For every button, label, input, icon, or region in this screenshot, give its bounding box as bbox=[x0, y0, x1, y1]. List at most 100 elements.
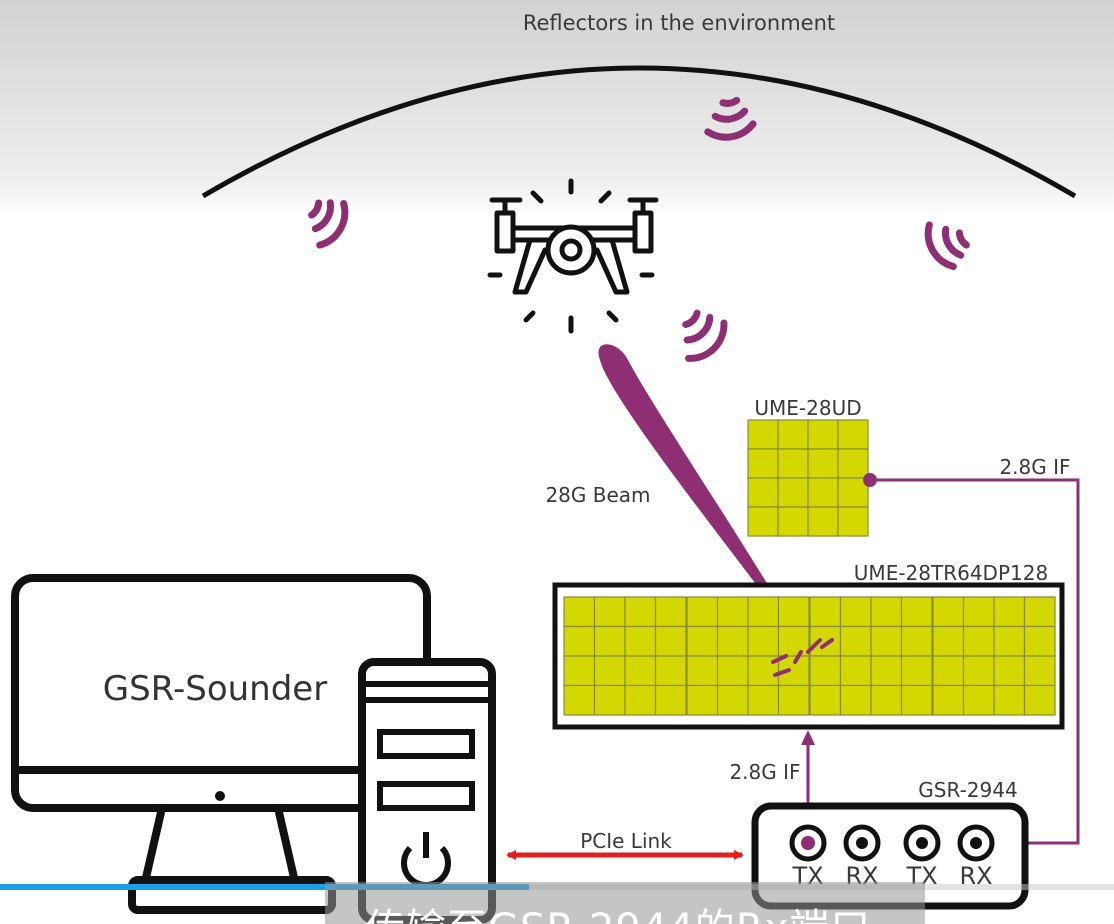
drone-icon bbox=[487, 178, 659, 334]
beam-lobe bbox=[598, 344, 805, 650]
ume28ud-if-port bbox=[863, 473, 877, 487]
antenna-element bbox=[870, 684, 903, 716]
antenna-element bbox=[563, 625, 596, 657]
wave-icon bbox=[682, 309, 728, 362]
antenna-element bbox=[900, 655, 933, 687]
antenna-element bbox=[777, 684, 810, 716]
antenna-element bbox=[654, 655, 687, 687]
antenna-element bbox=[686, 625, 719, 657]
antenna-element bbox=[807, 419, 839, 450]
port-centers bbox=[856, 837, 982, 849]
antenna-element bbox=[837, 419, 869, 450]
antenna-element bbox=[593, 596, 626, 628]
antenna-element bbox=[839, 655, 872, 687]
ume28tr-label: UME-28TR64DP128 bbox=[854, 561, 1048, 585]
antenna-element bbox=[624, 625, 657, 657]
antenna-element bbox=[777, 596, 810, 628]
antenna-element bbox=[716, 596, 749, 628]
antenna-element bbox=[686, 684, 719, 716]
antenna-element bbox=[1023, 684, 1056, 716]
antenna-element bbox=[932, 684, 965, 716]
antenna-element bbox=[747, 419, 779, 450]
antenna-element bbox=[900, 625, 933, 657]
antenna-element bbox=[563, 596, 596, 628]
antenna-element bbox=[747, 596, 780, 628]
antenna-element bbox=[962, 655, 995, 687]
antenna-element bbox=[809, 596, 842, 628]
antenna-element bbox=[624, 596, 657, 628]
antenna-element bbox=[563, 684, 596, 716]
antenna-element bbox=[839, 625, 872, 657]
antenna-element bbox=[807, 448, 839, 479]
antenna-element bbox=[809, 625, 842, 657]
antenna-element bbox=[932, 625, 965, 657]
antenna-element bbox=[807, 477, 839, 508]
antenna-element bbox=[993, 655, 1026, 687]
antenna-element bbox=[593, 684, 626, 716]
if-arrowhead-up bbox=[801, 730, 815, 745]
antenna-element bbox=[624, 684, 657, 716]
antenna-element bbox=[1023, 655, 1056, 687]
subtitle-bar: 传输至GSR-2944的Rx端口 bbox=[325, 882, 925, 924]
if-bottom-label: 2.8G IF bbox=[729, 760, 800, 784]
antenna-element bbox=[839, 596, 872, 628]
antenna-element bbox=[654, 625, 687, 657]
antenna-element bbox=[870, 596, 903, 628]
reflection-waves bbox=[308, 96, 970, 362]
antenna-element bbox=[900, 684, 933, 716]
antenna-element bbox=[747, 477, 779, 508]
antenna-element bbox=[777, 506, 809, 537]
subtitle-text: 传输至GSR-2944的Rx端口 bbox=[365, 896, 871, 924]
antenna-element bbox=[993, 684, 1026, 716]
antenna-element bbox=[593, 625, 626, 657]
antenna-element bbox=[654, 596, 687, 628]
pcie-label: PCIe Link bbox=[580, 829, 672, 853]
antenna-element bbox=[809, 655, 842, 687]
antenna-element bbox=[962, 684, 995, 716]
antenna-element bbox=[777, 477, 809, 508]
antenna-element bbox=[962, 625, 995, 657]
antenna-element bbox=[870, 625, 903, 657]
antenna-element bbox=[809, 684, 842, 716]
antenna-element bbox=[593, 655, 626, 687]
ume28tr-panel bbox=[563, 596, 1056, 716]
antenna-element bbox=[716, 684, 749, 716]
antenna-element bbox=[624, 655, 657, 687]
ume28ud-panel bbox=[747, 419, 869, 537]
gsr2944-label: GSR-2944 bbox=[918, 778, 1017, 802]
antenna-element bbox=[777, 625, 810, 657]
antenna-element bbox=[839, 684, 872, 716]
video-progress-fill bbox=[0, 884, 530, 890]
antenna-element bbox=[777, 448, 809, 479]
antenna-element bbox=[747, 684, 780, 716]
antenna-element bbox=[686, 596, 719, 628]
antenna-element bbox=[563, 655, 596, 687]
antenna-element bbox=[993, 625, 1026, 657]
antenna-element bbox=[993, 596, 1026, 628]
beam-origin-marks bbox=[771, 638, 834, 677]
wave-icon bbox=[924, 221, 970, 270]
ume28ud-label: UME-28UD bbox=[754, 396, 861, 420]
reflector-dome bbox=[201, 65, 1077, 199]
computer-label: GSR-Sounder bbox=[103, 669, 327, 709]
antenna-element bbox=[777, 419, 809, 450]
wave-icon bbox=[704, 96, 757, 141]
antenna-element bbox=[932, 596, 965, 628]
antenna-element bbox=[747, 506, 779, 537]
header-title: Reflectors in the environment bbox=[523, 11, 835, 35]
sky-background bbox=[0, 0, 1114, 215]
if-line-right bbox=[877, 478, 1080, 845]
antenna-element bbox=[716, 625, 749, 657]
if-top-label: 2.8G IF bbox=[999, 455, 1070, 479]
antenna-element bbox=[837, 448, 869, 479]
antenna-element bbox=[807, 506, 839, 537]
antenna-element bbox=[870, 655, 903, 687]
antenna-element bbox=[837, 477, 869, 508]
antenna-element bbox=[654, 684, 687, 716]
antenna-element bbox=[716, 655, 749, 687]
antenna-element bbox=[837, 506, 869, 537]
antenna-element bbox=[747, 448, 779, 479]
antenna-element bbox=[932, 655, 965, 687]
antenna-element bbox=[1023, 596, 1056, 628]
